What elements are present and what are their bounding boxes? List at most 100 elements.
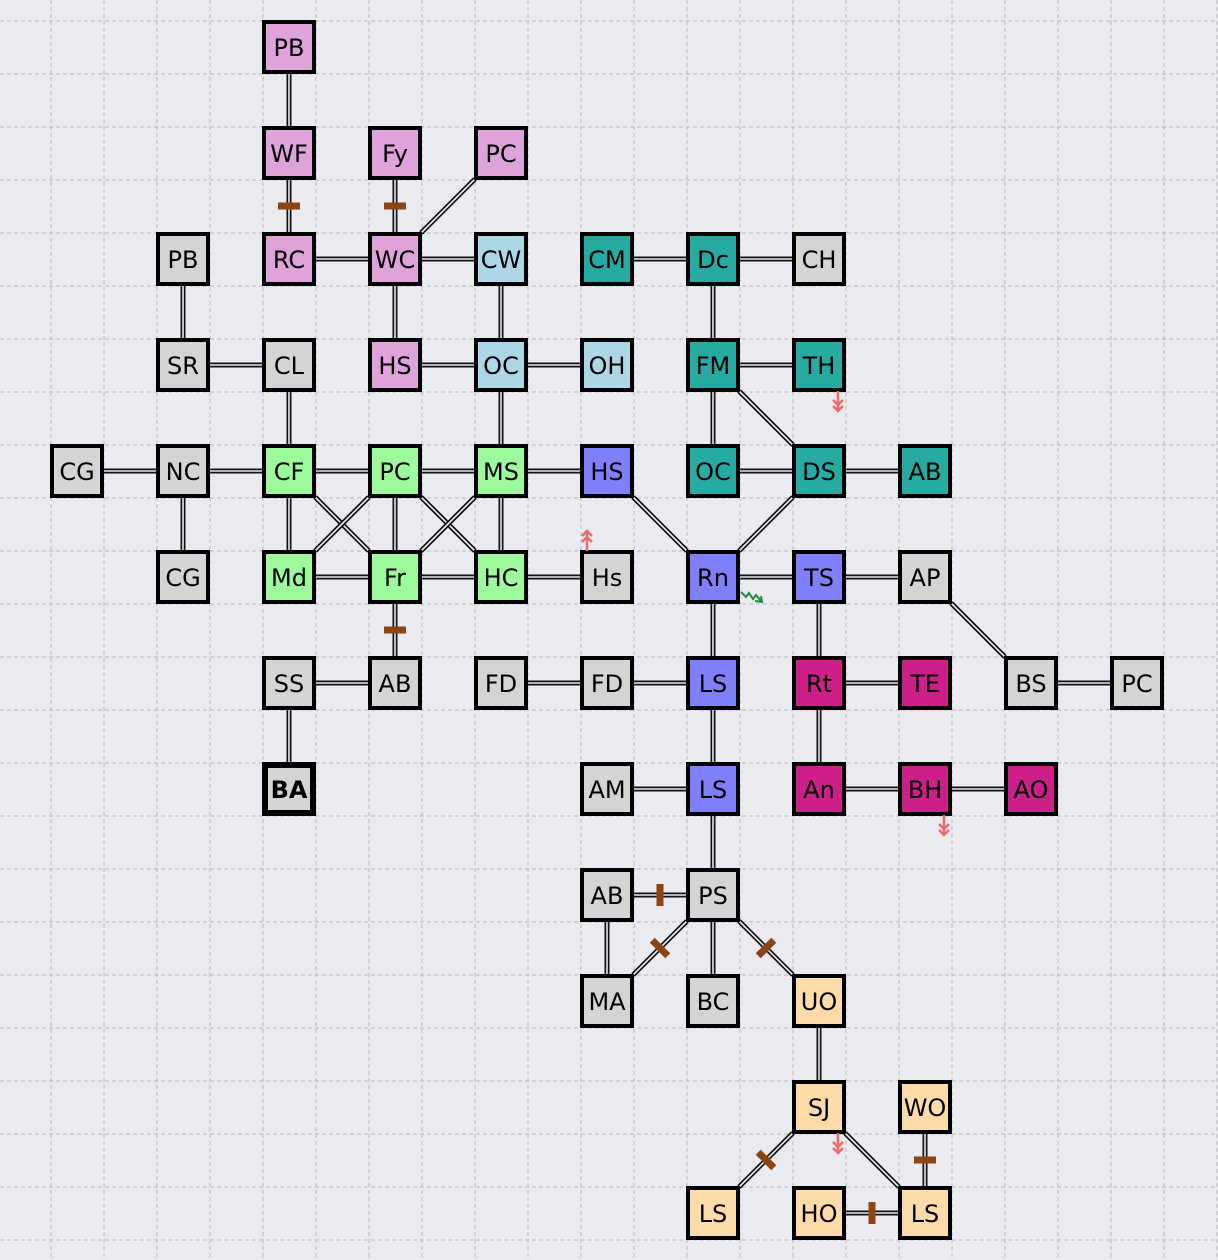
room-an[interactable]: An bbox=[792, 762, 846, 816]
squiggle-arrow-icon bbox=[740, 591, 764, 604]
room-am[interactable]: AM bbox=[580, 762, 634, 816]
room-ls4[interactable]: LS bbox=[898, 1186, 952, 1240]
room-oh[interactable]: OH bbox=[580, 338, 634, 392]
room-label: Fr bbox=[384, 564, 406, 592]
room-ps[interactable]: PS bbox=[686, 868, 740, 922]
room-ls1[interactable]: LS bbox=[686, 656, 740, 710]
room-label: BC bbox=[697, 988, 730, 1016]
room-ls3[interactable]: LS bbox=[686, 1186, 740, 1240]
connection-hs2-rn[interactable] bbox=[631, 495, 689, 553]
room-bh[interactable]: BH bbox=[898, 762, 952, 816]
door-icon[interactable] bbox=[656, 884, 664, 906]
room-hs1[interactable]: HS bbox=[368, 338, 422, 392]
room-bc[interactable]: BC bbox=[686, 974, 740, 1028]
door-icon[interactable] bbox=[278, 202, 300, 210]
room-ss[interactable]: SS bbox=[262, 656, 316, 710]
doors bbox=[278, 202, 936, 1224]
door-icon[interactable] bbox=[384, 202, 406, 210]
room-ba[interactable]: BA bbox=[262, 762, 316, 816]
room-wo[interactable]: WO bbox=[898, 1080, 952, 1134]
connection-sj-ls4[interactable] bbox=[843, 1131, 901, 1189]
room-label: OC bbox=[483, 352, 519, 380]
connection-pc1-wc[interactable] bbox=[419, 177, 477, 235]
door-icon[interactable] bbox=[755, 937, 777, 959]
room-ls2[interactable]: LS bbox=[686, 762, 740, 816]
room-fd2[interactable]: FD bbox=[580, 656, 634, 710]
room-fr[interactable]: Fr bbox=[368, 550, 422, 604]
room-wc[interactable]: WC bbox=[368, 232, 422, 286]
room-rt[interactable]: Rt bbox=[792, 656, 846, 710]
room-ab1[interactable]: AB bbox=[898, 444, 952, 498]
room-rn[interactable]: Rn bbox=[686, 550, 740, 604]
room-bs[interactable]: BS bbox=[1004, 656, 1058, 710]
connection-pc2-md[interactable] bbox=[313, 495, 371, 553]
room-ch[interactable]: CH bbox=[792, 232, 846, 286]
room-cg1[interactable]: CG bbox=[50, 444, 104, 498]
room-th[interactable]: TH bbox=[792, 338, 846, 392]
room-ao[interactable]: AO bbox=[1004, 762, 1058, 816]
room-hs2[interactable]: HS bbox=[580, 444, 634, 498]
room-label: OC bbox=[695, 458, 731, 486]
room-sr[interactable]: SR bbox=[156, 338, 210, 392]
room-label: DS bbox=[802, 458, 836, 486]
connection-ap-bs[interactable] bbox=[949, 601, 1007, 659]
room-pb1[interactable]: PB bbox=[262, 20, 316, 74]
room-label: AP bbox=[910, 564, 941, 592]
room-cg2[interactable]: CG bbox=[156, 550, 210, 604]
room-oc1[interactable]: OC bbox=[474, 338, 528, 392]
room-nc[interactable]: NC bbox=[156, 444, 210, 498]
room-label: FM bbox=[696, 352, 731, 380]
room-cf[interactable]: CF bbox=[262, 444, 316, 498]
room-label: PC bbox=[379, 458, 410, 486]
room-pc3[interactable]: PC bbox=[1110, 656, 1164, 710]
room-rc[interactable]: RC bbox=[262, 232, 316, 286]
room-label: LS bbox=[699, 776, 728, 804]
room-ab2[interactable]: AB bbox=[368, 656, 422, 710]
room-ts[interactable]: TS bbox=[792, 550, 846, 604]
room-label: WC bbox=[375, 246, 416, 274]
room-wf[interactable]: WF bbox=[262, 126, 316, 180]
room-fm[interactable]: FM bbox=[686, 338, 740, 392]
room-label: AB bbox=[909, 458, 942, 486]
room-hc[interactable]: HC bbox=[474, 550, 528, 604]
door-icon[interactable] bbox=[868, 1202, 876, 1224]
room-hs3[interactable]: Hs bbox=[580, 550, 634, 604]
room-dc[interactable]: Dc bbox=[686, 232, 740, 286]
room-label: SR bbox=[167, 352, 199, 380]
room-uo[interactable]: UO bbox=[792, 974, 846, 1028]
room-ma[interactable]: MA bbox=[580, 974, 634, 1028]
connection-fm-ds[interactable] bbox=[737, 389, 795, 447]
room-ho[interactable]: HO bbox=[792, 1186, 846, 1240]
door-icon[interactable] bbox=[755, 1149, 777, 1171]
room-pc2[interactable]: PC bbox=[368, 444, 422, 498]
connection-ds-rn[interactable] bbox=[737, 495, 795, 553]
room-label: Rn bbox=[697, 564, 729, 592]
connection-ms-fr[interactable] bbox=[419, 495, 477, 553]
room-cm[interactable]: CM bbox=[580, 232, 634, 286]
room-cw[interactable]: CW bbox=[474, 232, 528, 286]
door-icon[interactable] bbox=[649, 937, 671, 959]
room-label: An bbox=[803, 776, 835, 804]
room-cl[interactable]: CL bbox=[262, 338, 316, 392]
room-ab3[interactable]: AB bbox=[580, 868, 634, 922]
door-icon[interactable] bbox=[384, 626, 406, 634]
room-ms[interactable]: MS bbox=[474, 444, 528, 498]
room-label: BH bbox=[908, 776, 943, 804]
room-md[interactable]: Md bbox=[262, 550, 316, 604]
room-label: PC bbox=[1121, 670, 1152, 698]
room-fy[interactable]: Fy bbox=[368, 126, 422, 180]
room-sj[interactable]: SJ bbox=[792, 1080, 846, 1134]
room-label: FD bbox=[485, 670, 517, 698]
room-label: FD bbox=[591, 670, 623, 698]
room-ds[interactable]: DS bbox=[792, 444, 846, 498]
room-pb2[interactable]: PB bbox=[156, 232, 210, 286]
room-ap[interactable]: AP bbox=[898, 550, 952, 604]
room-oc2[interactable]: OC bbox=[686, 444, 740, 498]
connections bbox=[103, 73, 1111, 1216]
door-icon[interactable] bbox=[914, 1156, 936, 1164]
room-te[interactable]: TE bbox=[898, 656, 952, 710]
room-fd1[interactable]: FD bbox=[474, 656, 528, 710]
room-pc1[interactable]: PC bbox=[474, 126, 528, 180]
